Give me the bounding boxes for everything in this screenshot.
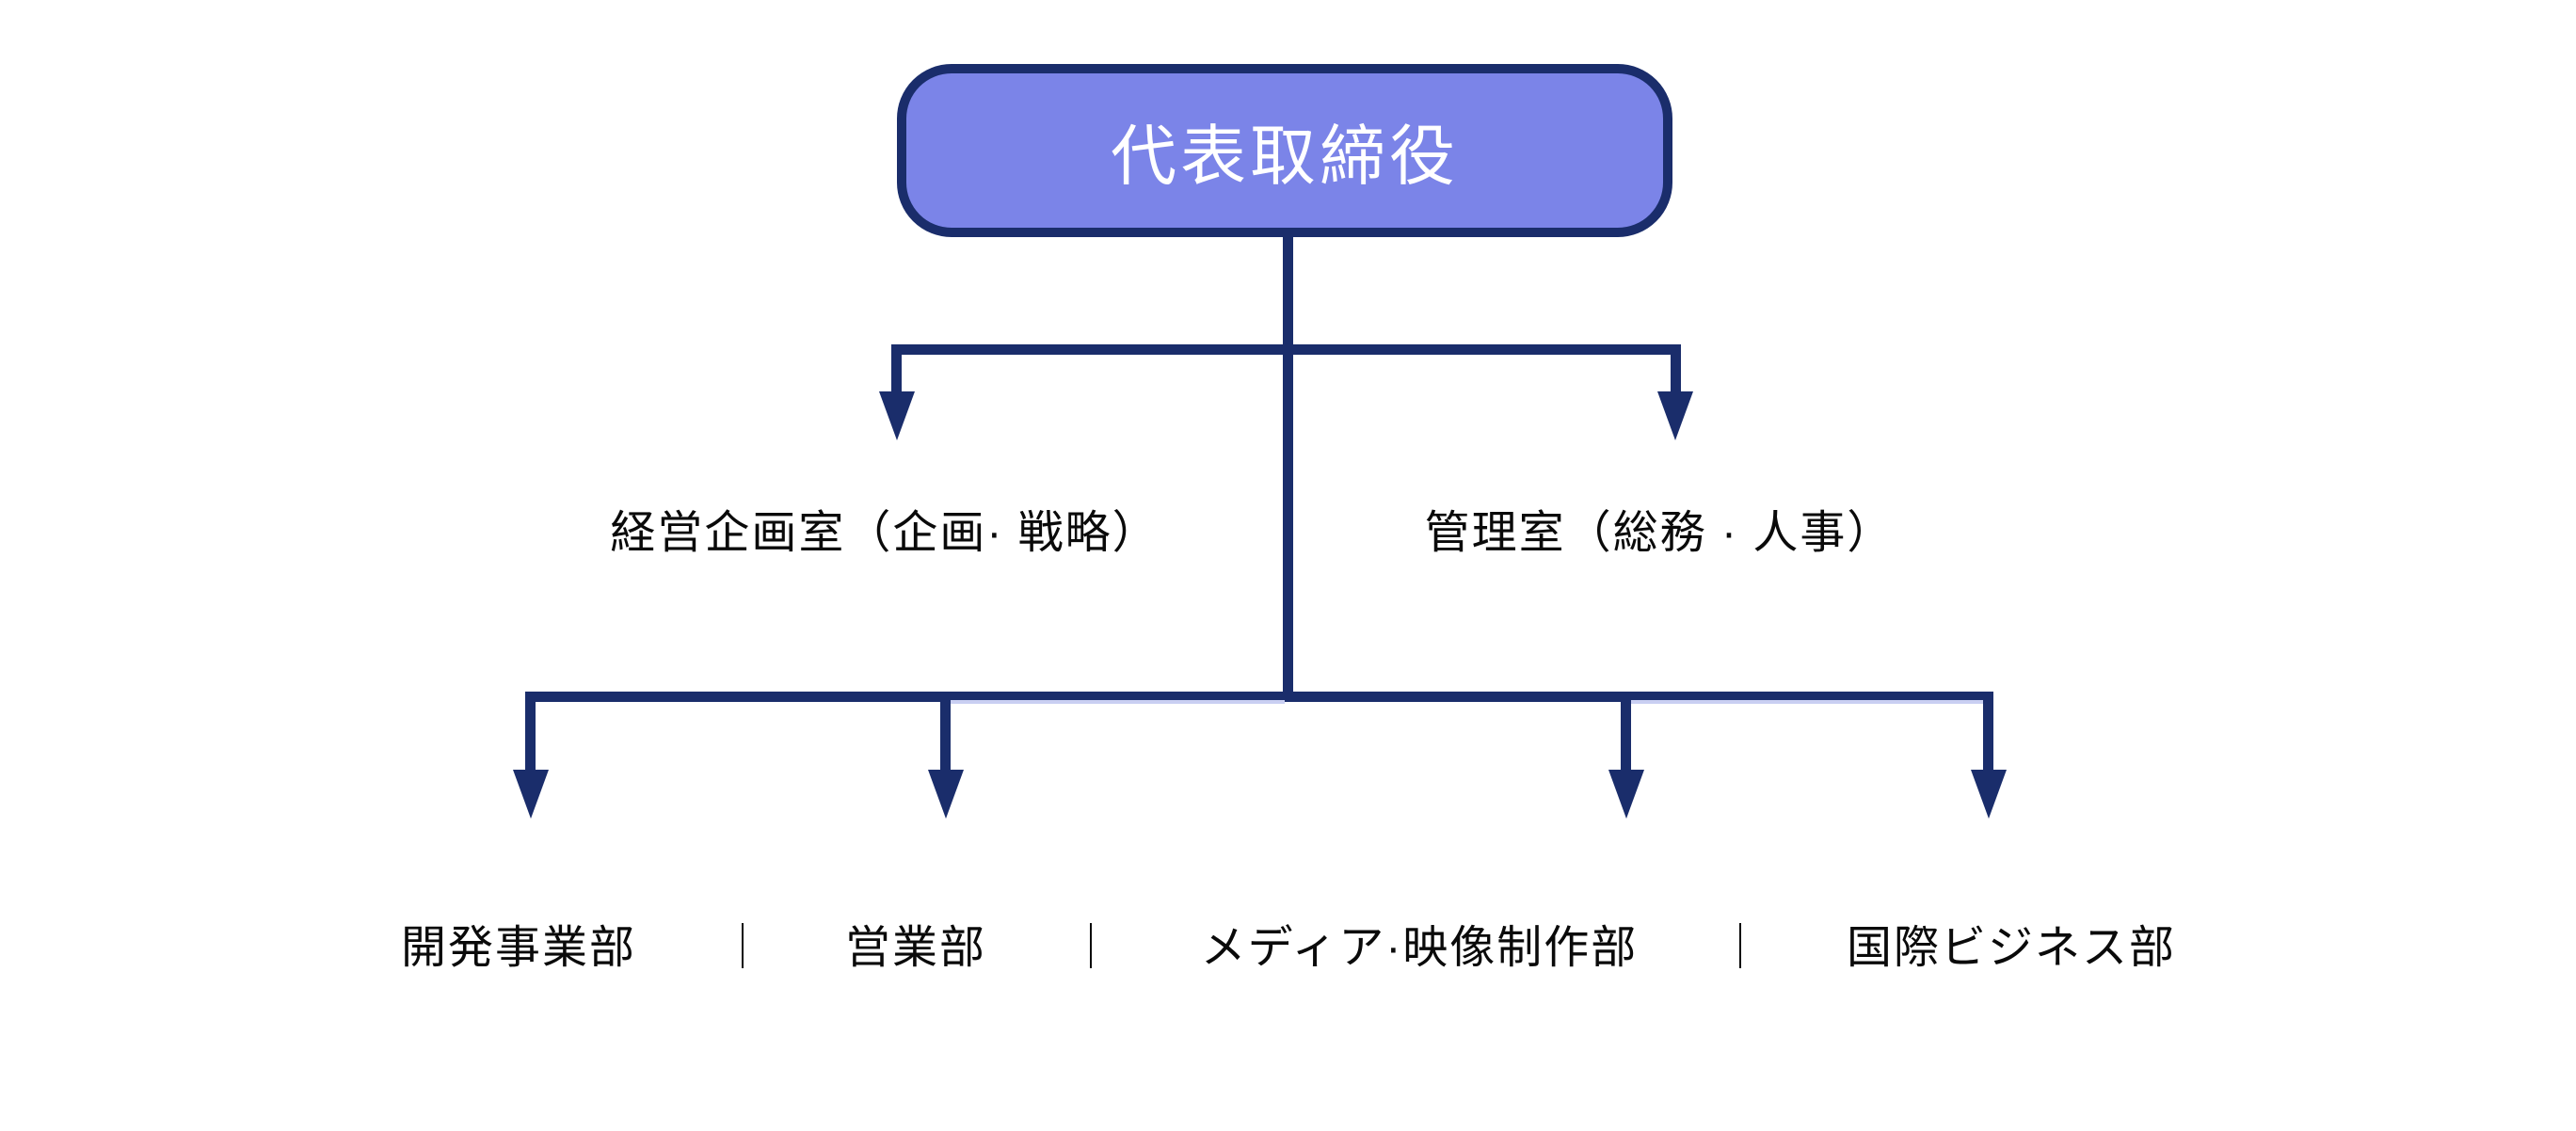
connector-level3-drop-2 [940, 692, 951, 773]
label-sales-division: 営業部 [844, 923, 987, 973]
connector-trunk-vertical [1283, 233, 1293, 702]
connector-level2-bar [892, 344, 1681, 355]
node-representative-director: 代表取締役 [897, 64, 1672, 237]
connector-level3-drop-4 [1983, 692, 1993, 773]
connector-level2-drop-right [1671, 344, 1681, 397]
label-admin-office: 管理室（総務 · 人事） [1424, 508, 1895, 558]
down-arrowhead-icon [1657, 391, 1693, 440]
label-media-production-division: メディア·映像制作部 [1200, 923, 1639, 973]
label-development-division: 開発事業部 [400, 923, 637, 973]
connector-level3-bar [525, 692, 1993, 702]
down-arrowhead-icon [1971, 770, 2007, 819]
connector-level2-drop-left [891, 344, 902, 397]
separator-bar: ｜ [1067, 923, 1116, 973]
down-arrowhead-icon [928, 770, 964, 819]
down-arrowhead-icon [879, 391, 915, 440]
down-arrowhead-icon [513, 770, 549, 819]
label-management-planning-office: 経営企画室（企画· 戦略） [610, 508, 1160, 558]
connector-overlap-artifact [948, 700, 1285, 704]
connector-level3-drop-3 [1621, 692, 1631, 773]
label-international-business-division: 国際ビジネス部 [1846, 923, 2177, 973]
root-node-label: 代表取締役 [1111, 119, 1459, 193]
connector-overlap-artifact [1626, 700, 1988, 704]
separator-bar: ｜ [719, 923, 768, 973]
down-arrowhead-icon [1608, 770, 1644, 819]
connector-level3-drop-1 [525, 692, 536, 773]
separator-bar: ｜ [1717, 923, 1766, 973]
